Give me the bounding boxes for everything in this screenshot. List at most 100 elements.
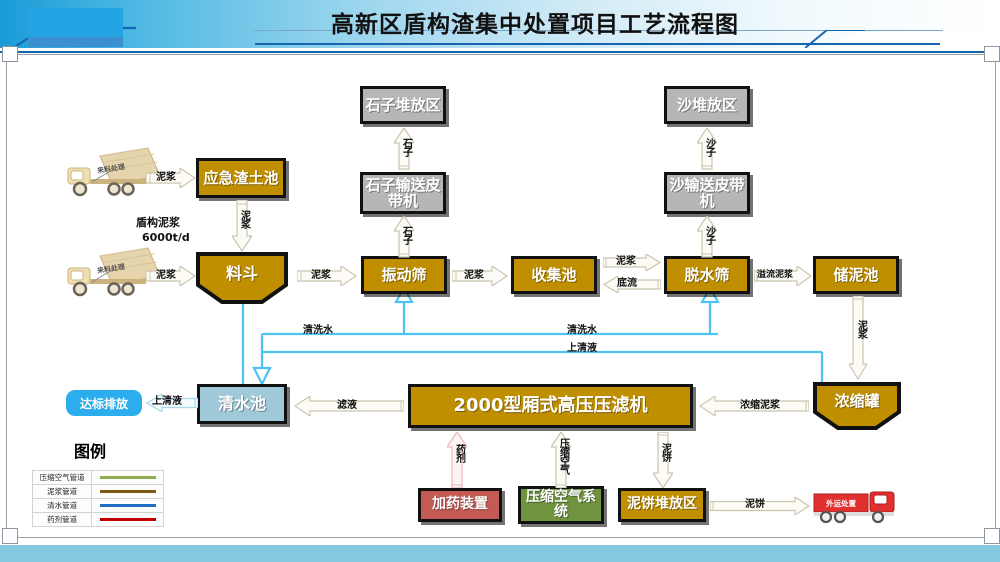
badge-discharge-compliant[interactable]: 达标排放	[66, 390, 142, 416]
node-label: 沙输送皮带机	[669, 175, 745, 210]
arrow-collection-to-dewatering	[603, 254, 661, 271]
arrow-label-mud-cake-1: 泥饼	[659, 443, 671, 461]
node-vibrating-screen[interactable]: 振动筛	[361, 256, 447, 294]
node-mud-storage-pool[interactable]: 储泥池	[813, 256, 899, 294]
node-thickener-tank[interactable]: 浓缩罐	[813, 382, 901, 430]
outgoing-truck	[813, 491, 895, 524]
node-hopper[interactable]: 料斗	[196, 252, 288, 304]
arrow-label-slurry-3: 泥浆	[311, 270, 331, 281]
arrow-clean-pool-to-discharge	[146, 394, 198, 412]
footer-bar	[0, 545, 1000, 562]
node-stone-stack-area[interactable]: 石子堆放区	[360, 86, 446, 124]
header-rule	[255, 43, 940, 45]
legend-label: 药剂管道	[31, 512, 93, 527]
arrow-label-supernatant-discharge: 上清液	[152, 396, 182, 407]
arrow-label-stone-2: 石子	[400, 138, 412, 156]
feed-rate-note-line1: 盾构泥浆	[136, 216, 180, 229]
arrow-screen-to-collection-pool	[452, 266, 508, 286]
arrow-label-overflow-slurry: 溢流泥浆	[757, 270, 794, 280]
label-wash-water-right: 清洗水	[567, 325, 597, 336]
node-label: 2000型厢式高压压滤机	[453, 395, 648, 417]
arrow-compressed-air-to-filter-press	[551, 432, 571, 488]
arrow-label-slurry-vertical: 泥浆	[238, 210, 250, 228]
label-wash-water-left: 清洗水	[303, 325, 333, 336]
node-sand-conveyor-belt[interactable]: 沙输送皮带机	[664, 172, 750, 214]
legend-row: 药剂管道	[31, 512, 164, 527]
node-compressed-air-system[interactable]: 压缩空气系统	[518, 486, 604, 524]
feed-rate-note-line2: 6000t/d	[142, 231, 190, 244]
arrow-label-stone-1: 石子	[400, 226, 412, 244]
page-title: 高新区盾构渣集中处置项目工艺流程图	[331, 12, 739, 38]
node-mud-cake-stack-area[interactable]: 泥饼堆放区	[618, 488, 706, 522]
arrow-label-slurry-1: 泥浆	[156, 172, 176, 183]
header-diagonal	[805, 30, 865, 48]
node-label: 泥饼堆放区	[627, 496, 697, 513]
label-supernatant-trunk: 上清液	[567, 343, 597, 354]
node-label: 加药装置	[432, 496, 488, 513]
diagram-frame	[6, 54, 996, 538]
arrow-hopper-to-vibrating-screen	[297, 266, 357, 286]
legend-label: 泥浆管道	[31, 484, 93, 499]
incoming-truck-top	[67, 147, 161, 197]
legend-row: 压缩空气管道	[31, 470, 164, 485]
node-label: 脱水筛	[684, 265, 730, 284]
arrow-label-slurry-5: 泥浆	[616, 256, 636, 267]
arrow-stone-conveyor-to-stack	[394, 128, 414, 170]
logo-block-secondary	[28, 37, 123, 47]
badge-label: 达标排放	[79, 396, 128, 411]
node-label: 储泥池	[833, 265, 879, 284]
node-stone-conveyor-belt[interactable]: 石子输送皮带机	[360, 172, 446, 214]
node-dosing-device[interactable]: 加药装置	[418, 488, 502, 522]
legend-row: 清水管道	[31, 498, 164, 513]
node-label: 石子输送皮带机	[365, 175, 441, 210]
arrow-sand-conveyor-to-stack	[697, 128, 717, 170]
arrow-label-slurry-4: 泥浆	[464, 270, 484, 281]
outgoing-truck-label: 外运处置	[826, 499, 856, 508]
arrow-label-concentrated-slurry: 浓缩泥浆	[740, 400, 780, 411]
legend-title: 图例	[74, 442, 107, 461]
arrow-label-slurry-6: 泥浆	[855, 320, 867, 338]
header-banner	[0, 0, 1000, 48]
arrow-label-sand-2: 沙子	[703, 138, 715, 156]
arrow-slagpool-to-hopper	[232, 200, 252, 252]
arrow-filter-press-to-mudcake-stack	[653, 432, 673, 488]
node-label: 应急渣土池	[203, 168, 279, 187]
legend-row: 泥浆管道	[31, 484, 164, 499]
arrow-thickener-to-filter-press	[699, 396, 809, 416]
legend-label: 压缩空气管道	[31, 470, 93, 485]
legend-swatch-slurry	[91, 484, 164, 499]
arrow-dosing-to-filter-press	[447, 432, 467, 488]
node-sand-stack-area[interactable]: 沙堆放区	[664, 86, 750, 124]
node-emergency-slag-pool[interactable]: 应急渣土池	[196, 158, 286, 198]
frame-corner-bottom-left	[2, 528, 18, 544]
node-label: 浓缩罐	[834, 391, 880, 410]
incoming-truck-bottom	[67, 247, 161, 297]
arrow-label-bottom-flow: 底流	[617, 278, 637, 289]
arrow-dewatering-to-collection-bottomflow	[603, 276, 661, 293]
node-label: 收集池	[531, 265, 577, 284]
node-label: 振动筛	[381, 265, 427, 284]
node-label: 压缩空气系统	[526, 488, 596, 520]
node-label: 料斗	[225, 263, 258, 283]
arrow-dewatering-to-sand-conveyor	[697, 216, 717, 258]
node-label: 石子堆放区	[365, 95, 441, 114]
legend-swatch-compressed-air	[91, 470, 164, 485]
node-dewatering-screen[interactable]: 脱水筛	[664, 256, 750, 294]
arrow-label-compressed-air: 压缩空气	[557, 438, 569, 474]
arrow-label-sand-1: 沙子	[703, 226, 715, 244]
arrow-truck-to-slag-pool	[146, 168, 196, 188]
arrow-label-mud-cake-2: 泥饼	[745, 499, 765, 510]
header-baseline	[0, 51, 1000, 53]
node-label: 清水池	[217, 394, 266, 414]
legend-swatch-clean-water	[91, 498, 164, 513]
header-thin-rule	[253, 30, 943, 31]
node-clean-water-pool[interactable]: 清水池	[197, 384, 287, 424]
arrow-screen-to-stone-conveyor	[394, 216, 414, 258]
arrow-filter-press-to-clean-pool	[294, 396, 404, 416]
node-collection-pool[interactable]: 收集池	[511, 256, 597, 294]
arrow-label-slurry-2: 泥浆	[156, 270, 176, 281]
frame-corner-bottom-right	[984, 528, 1000, 544]
node-filter-press[interactable]: 2000型厢式高压压滤机	[408, 384, 693, 428]
arrow-mudcake-to-truck	[710, 497, 810, 515]
arrow-mud-storage-to-thickener	[849, 296, 867, 380]
